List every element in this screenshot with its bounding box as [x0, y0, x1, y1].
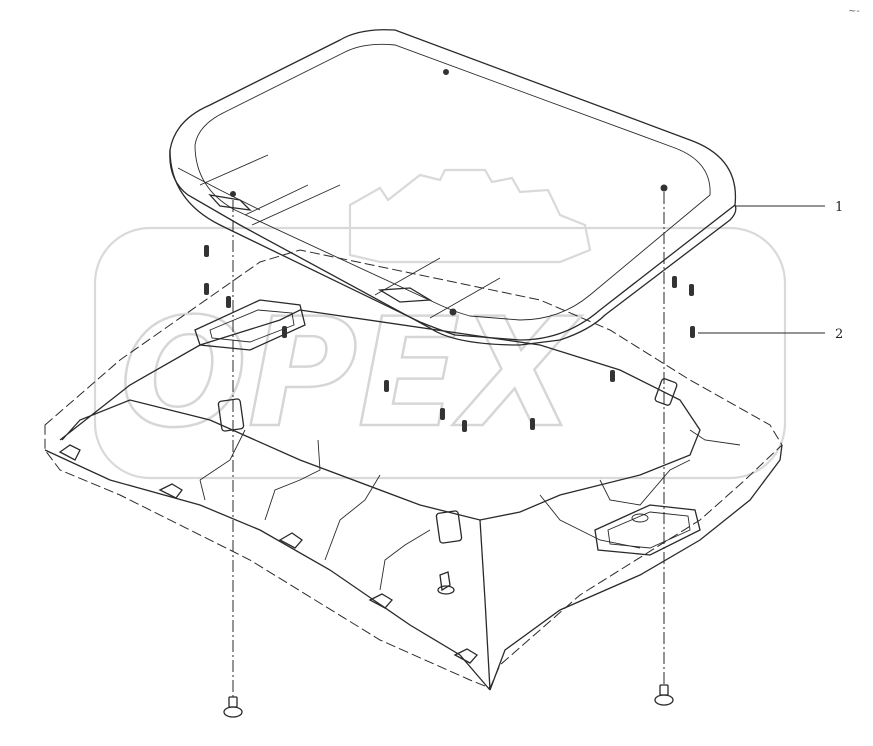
panel-rib-7 [689, 429, 741, 446]
watermark-text: OPEX [120, 287, 582, 461]
screw [462, 420, 467, 432]
watermark-frame [93, 226, 787, 480]
callout-label-2: 2 [835, 327, 843, 342]
edge-clip [158, 483, 183, 499]
screw [530, 418, 535, 430]
screw [226, 296, 231, 308]
fastener-right [654, 684, 674, 706]
panel-rib-5 [539, 494, 641, 549]
sunroof-outer-edge [169, 29, 737, 341]
headliner-panel [44, 249, 783, 691]
callouts: 1 2 [698, 200, 843, 342]
fastener-left [223, 696, 243, 718]
edge-clip [368, 593, 394, 609]
panel-rib-4 [379, 529, 431, 591]
sunroof-frame-line [177, 167, 261, 211]
screw [440, 408, 445, 420]
screw [282, 326, 287, 338]
edge-clip [278, 532, 303, 549]
sunroof-stud [443, 69, 449, 75]
glass-hatching [199, 154, 501, 319]
bottom-fasteners [223, 684, 674, 718]
screw [610, 370, 615, 382]
panel-outer-outline [44, 249, 783, 689]
watermark: OPEX [93, 168, 787, 480]
panel-rib-1 [199, 429, 246, 501]
sunroof-stud [660, 184, 668, 192]
screws [204, 245, 695, 432]
sunroof-stud [449, 308, 457, 316]
sunroof-latch [208, 194, 252, 211]
screw [384, 380, 389, 392]
panel-rib-2 [264, 439, 321, 521]
sunroof-glass [194, 43, 711, 321]
corner-mark: ~- [848, 6, 860, 17]
callout-label-1: 1 [835, 200, 843, 215]
sunroof-thickness-edge [169, 149, 737, 346]
screw [689, 284, 694, 296]
panel-rear-wall [479, 519, 491, 691]
screw [690, 326, 695, 338]
edge-clip [453, 648, 479, 664]
sunroof-stud [230, 191, 236, 197]
screw [672, 276, 677, 288]
bottom-push-pin [437, 571, 455, 595]
dome-lamp-right [594, 504, 701, 556]
panel-inner-rim [59, 309, 701, 521]
dome-lamp-left [194, 299, 306, 351]
sunroof-latch [377, 287, 433, 303]
panel-front-edge [44, 449, 491, 691]
edge-clip [58, 444, 81, 461]
center-lines [232, 192, 665, 700]
watermark-gear [348, 168, 592, 264]
edge-clips [58, 444, 479, 664]
panel-right-edge [489, 444, 783, 691]
sunroof-panel [169, 29, 737, 346]
screw [204, 245, 209, 257]
panel-tab [435, 510, 463, 544]
panel-rib-6 [599, 459, 691, 506]
panel-tab [654, 378, 678, 406]
screw [204, 283, 209, 295]
panel-rib-3 [324, 474, 381, 561]
